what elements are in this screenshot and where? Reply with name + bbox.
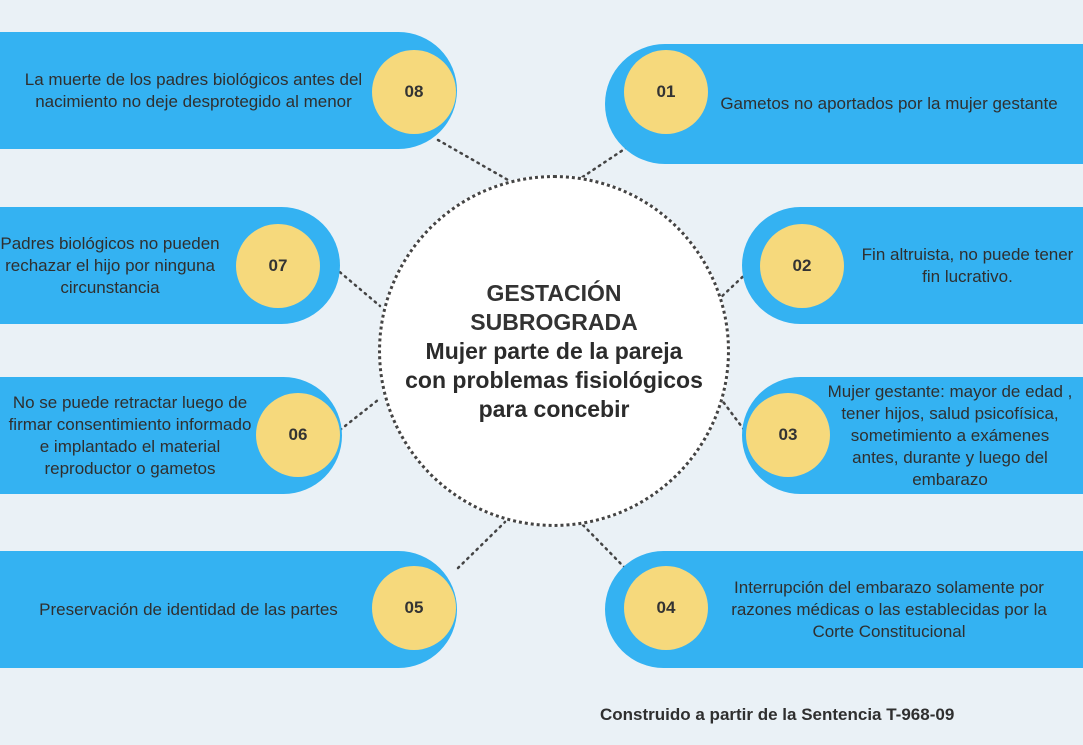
item-01-number: 01 bbox=[624, 50, 708, 134]
item-04-number: 04 bbox=[624, 566, 708, 650]
item-02-number: 02 bbox=[760, 224, 844, 308]
item-08-text: La muerte de los padres biológicos antes… bbox=[24, 69, 363, 111]
connector-04 bbox=[578, 520, 627, 570]
item-05-number: 05 bbox=[372, 566, 456, 650]
center-title-line2: SUBROGRADA bbox=[470, 308, 638, 335]
item-02-text: Fin altruista, no puede tener fin lucrat… bbox=[861, 244, 1074, 286]
item-05-text: Preservación de identidad de las partes bbox=[39, 599, 338, 619]
item-07-number: 07 bbox=[236, 224, 320, 308]
connector-05 bbox=[456, 520, 507, 570]
connector-07 bbox=[333, 266, 382, 308]
source-caption: Construido a partir de la Sentencia T-96… bbox=[600, 705, 955, 724]
connector-06 bbox=[338, 398, 380, 432]
item-06-number: 06 bbox=[256, 393, 340, 477]
central-concept-circle: GESTACIÓN SUBROGRADA Mujer parte de la p… bbox=[378, 175, 730, 527]
item-06-text: No se puede retractar luego de firmar co… bbox=[8, 392, 252, 478]
item-04-text: Interrupción del embarazo solamente por … bbox=[731, 577, 1047, 641]
item-08-card: La muerte de los padres biológicos antes… bbox=[0, 32, 457, 149]
item-08-number: 08 bbox=[372, 50, 456, 134]
item-07-text: Padres biológicos no pueden rechazar el … bbox=[0, 233, 220, 297]
center-title-line1: GESTACIÓN bbox=[486, 279, 622, 306]
item-01-text: Gametos no aportados por la mujer gestan… bbox=[720, 94, 1058, 113]
item-03-text: Mujer gestante: mayor de edad , tener hi… bbox=[827, 381, 1073, 489]
item-03-number: 03 bbox=[746, 393, 830, 477]
center-subtitle: Mujer parte de la pareja con problemas f… bbox=[405, 337, 703, 422]
connector-08 bbox=[436, 138, 510, 182]
